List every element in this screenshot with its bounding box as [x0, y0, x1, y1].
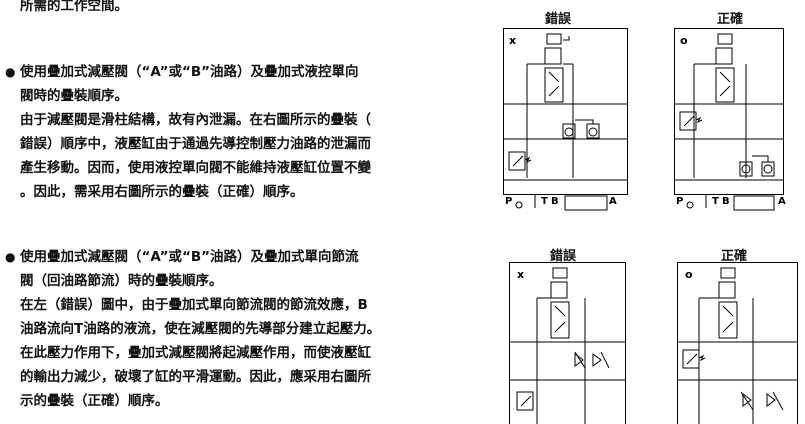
mark-x: x: [509, 34, 516, 47]
section-2-body-line-5: 示的疊裝（正確）順序。: [20, 393, 169, 409]
diagram-top-right: o P T B A: [674, 28, 786, 211]
port-p: P: [505, 196, 512, 207]
mark-x: x: [517, 268, 524, 281]
section-1-body-line-3: 產生移動。因而，使用液控單向閥不能維持液壓缸位置不變: [20, 160, 371, 176]
port-p: P: [676, 196, 683, 207]
section-1-title-line-2: 閥時的疊裝順序。: [20, 88, 128, 104]
port-t: T: [541, 196, 548, 207]
section-1-body-line-1: 由于減壓閥是滑柱結構，故有內泄漏。在右圖所示的疊裝（: [20, 112, 371, 128]
section-2-body-line-3: 在此壓力作用下，疊加式減壓閥將起減壓作用，而使液壓缸: [20, 345, 371, 361]
section-2-title-line-2: 閥（回油路節流）時的疊裝順序。: [20, 273, 223, 289]
section-1-body-line-4: 。因此，需采用右圖所示的疊裝（正確）順序。: [20, 184, 304, 200]
diagram-bottom-wrong-title: 錯誤: [549, 249, 576, 264]
diagram-top-right-title: 正確: [716, 12, 743, 27]
mark-o: o: [680, 34, 688, 47]
bullet-2: ●: [5, 250, 16, 264]
diagram-bottom-wrong: x: [509, 262, 626, 424]
diagram-top-wrong: x P T B A: [503, 28, 628, 211]
port-b: B: [551, 196, 559, 207]
mark-o: o: [685, 268, 693, 281]
section-2-body-line-2: 油路流向T油路的液流，使在減壓閥的先導部分建立起壓力。: [20, 321, 381, 337]
section-1-body-line-2: 錯誤）順序中，液壓缸由于通過先導控制壓力油路的泄漏而: [20, 136, 371, 152]
top-line: 所需的工作空間。: [20, 0, 128, 14]
diagram-bottom-right: o: [677, 262, 798, 424]
section-2-body-line-4: 的輸出力減少，破壞了缸的平滑運動。因此，應采用右圖所: [20, 369, 371, 385]
port-b: B: [722, 196, 730, 207]
section-2-body-line-1: 在左（錯誤）圖中，由于疊加式單向節流閥的節流效應，B: [20, 297, 368, 313]
diagram-bottom-right-title: 正確: [720, 249, 747, 264]
section-1-title-line-1: 使用疊加式減壓閥（“A”或“B”油路）及疊加式液控單向: [20, 64, 359, 80]
diagram-top-wrong-title: 錯誤: [544, 12, 571, 27]
port-a: A: [609, 196, 617, 207]
bullet-1: ●: [5, 65, 16, 79]
port-a: A: [778, 196, 786, 207]
port-t: T: [712, 196, 719, 207]
section-2-title-line-1: 使用疊加式減壓閥（“A”或“B”油路）及疊加式單向節流: [20, 249, 359, 265]
